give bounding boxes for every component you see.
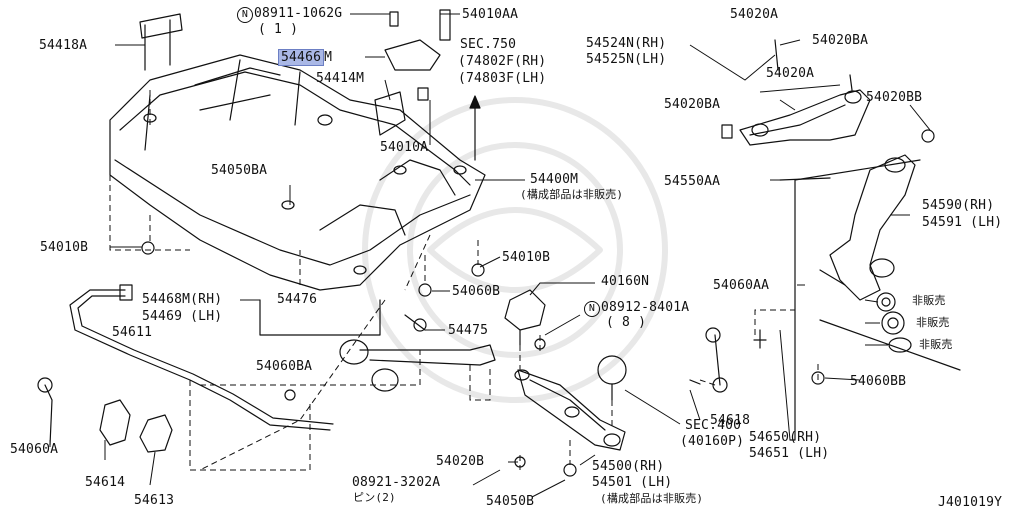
label-54618: 54618 xyxy=(710,413,751,428)
label-54468M: 54468M(RH) xyxy=(142,292,223,307)
label-54414M: 54414M xyxy=(316,71,365,86)
label-54550AA: 54550AA xyxy=(664,174,721,189)
label-54400M-note: (構成部品は非販売) xyxy=(520,188,624,201)
label-54020BA-top: 54020BA xyxy=(812,33,869,48)
label-74803F: (74803F(LH) xyxy=(458,71,547,86)
label-54020A-top: 54020A xyxy=(730,7,779,22)
label-sec750: SEC.750 xyxy=(460,37,517,52)
label-54525N: 54525N(LH) xyxy=(586,52,667,67)
label-08911-qty: ( 1 ) xyxy=(258,22,299,37)
label-54418A: 54418A xyxy=(39,38,88,53)
label-54475: 54475 xyxy=(448,323,489,338)
highlighted-part-number[interactable]: 54466 xyxy=(278,49,325,66)
label-54611: 54611 xyxy=(112,325,153,340)
label-54020A-mid: 54020A xyxy=(766,66,815,81)
label-54060AA: 54060AA xyxy=(713,278,770,293)
label-54501-note: (構成部品は非販売) xyxy=(600,492,704,505)
label-hihanbai-1: 非販売 xyxy=(912,294,946,307)
label-54010AA: 54010AA xyxy=(462,7,519,22)
label-54020BA-left: 54020BA xyxy=(664,97,721,112)
label-54613: 54613 xyxy=(134,493,175,508)
label-54010A: 54010A xyxy=(380,140,429,155)
label-54524N: 54524N(RH) xyxy=(586,36,667,51)
lower-arm-drawing xyxy=(514,369,626,451)
label-54469: 54469 (LH) xyxy=(142,309,223,324)
n-mark-icon: N xyxy=(237,7,253,23)
label-54650: 54650(RH) xyxy=(749,430,822,445)
label-08921-3202A: 08921-3202A xyxy=(352,475,441,490)
n-mark-icon: N xyxy=(584,301,600,317)
drawing-number: J401019Y xyxy=(938,495,1003,510)
label-08912-qty: ( 8 ) xyxy=(606,315,647,330)
label-54500: 54500(RH) xyxy=(592,459,665,474)
label-54590: 54590(RH) xyxy=(922,198,995,213)
label-pin: ピン(2) xyxy=(353,491,396,504)
label-sec400: SEC.400 xyxy=(685,418,742,433)
label-54020BB: 54020BB xyxy=(866,90,923,105)
label-40160P: (40160P) xyxy=(680,434,745,449)
stabilizer-bar-drawing xyxy=(69,284,334,431)
label-54050BA: 54050BA xyxy=(211,163,268,178)
label-hihanbai-3: 非販売 xyxy=(919,338,953,351)
label-54050B: 54050B xyxy=(486,494,535,509)
label-54010B-left: 54010B xyxy=(40,240,89,255)
knuckle-drawing xyxy=(819,154,916,301)
label-54060BB: 54060BB xyxy=(850,374,907,389)
watermark-emblem xyxy=(362,97,668,403)
label-54020B: 54020B xyxy=(436,454,485,469)
upper-link-drawing xyxy=(721,39,935,181)
label-54400M: 54400M xyxy=(530,172,579,187)
label-54060A: 54060A xyxy=(10,442,59,457)
label-54591: 54591 (LH) xyxy=(922,215,1003,230)
label-40160N: 40160N xyxy=(601,274,650,289)
crossmember-drawing xyxy=(109,54,486,291)
label-54614: 54614 xyxy=(85,475,126,490)
label-54651: 54651 (LH) xyxy=(749,446,830,461)
label-54476: 54476 xyxy=(277,292,318,307)
label-54060BA: 54060BA xyxy=(256,359,313,374)
label-54010B-mid: 54010B xyxy=(502,250,551,265)
label-hihanbai-2: 非販売 xyxy=(916,316,950,329)
label-74802F: (74802F(RH) xyxy=(458,54,547,69)
label-54060B: 54060B xyxy=(452,284,501,299)
label-54501: 54501 (LH) xyxy=(592,475,673,490)
